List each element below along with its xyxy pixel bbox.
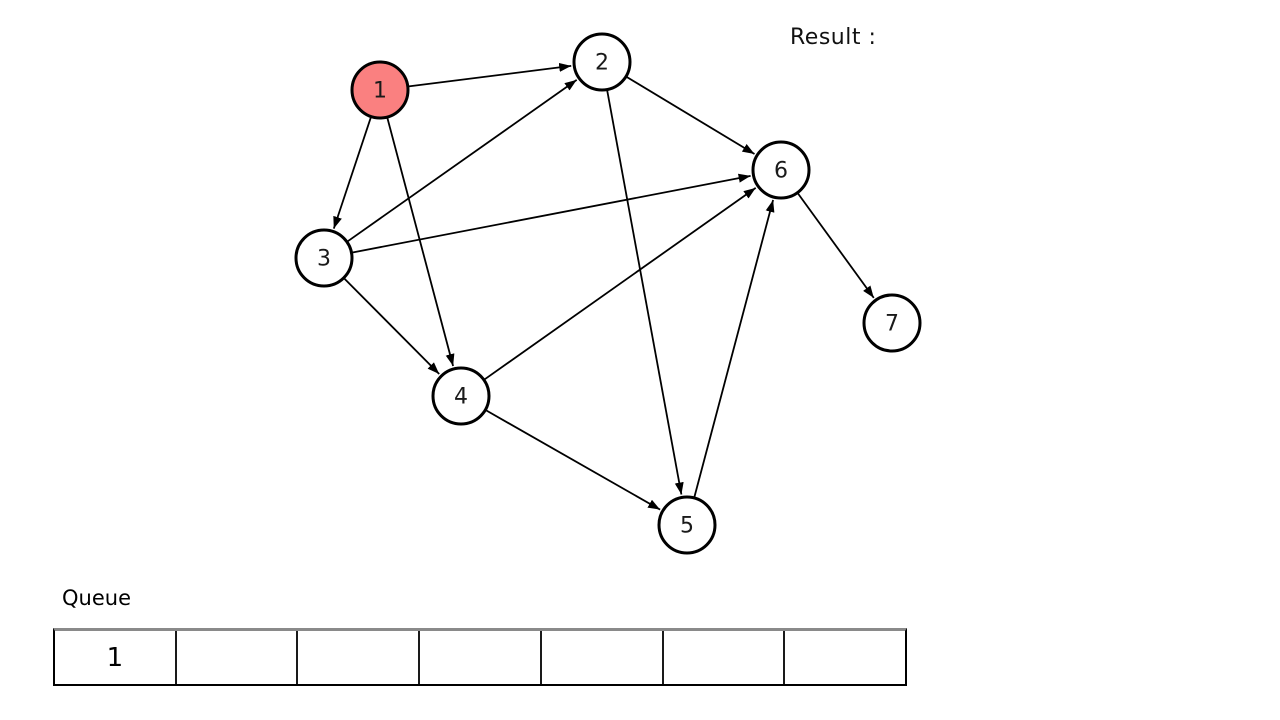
edge-6-to-7 <box>797 192 875 299</box>
edge-3-to-2 <box>347 79 578 243</box>
graph-node-6[interactable]: 6 <box>751 140 811 200</box>
node-circle-6[interactable] <box>751 140 811 200</box>
node-label-4: 4 <box>454 385 468 410</box>
node-label-1: 1 <box>373 79 387 104</box>
graph-node-3[interactable]: 3 <box>294 228 354 288</box>
edge-1-to-3 <box>332 117 372 229</box>
node-label-2: 2 <box>595 51 609 76</box>
edge-3-to-4 <box>343 277 440 375</box>
edge-3-to-6 <box>352 173 751 254</box>
edge-1-to-4 <box>386 117 455 367</box>
graph-node-5[interactable]: 5 <box>657 495 717 555</box>
graph-node-2[interactable]: 2 <box>572 32 632 92</box>
node-label-5: 5 <box>680 514 694 539</box>
node-circle-5[interactable] <box>657 495 717 555</box>
queue-cell-7 <box>785 631 905 684</box>
node-circle-1[interactable] <box>350 60 410 120</box>
edge-2-to-5 <box>606 90 684 495</box>
edge-2-to-6 <box>626 76 755 155</box>
edge-1-to-2 <box>408 62 572 88</box>
queue-cell-2 <box>177 631 299 684</box>
node-circle-4[interactable] <box>431 366 491 426</box>
graph-node-1[interactable]: 1 <box>350 60 410 120</box>
graph-edges <box>332 62 875 511</box>
node-circle-7[interactable] <box>862 293 922 353</box>
node-label-3: 3 <box>317 247 331 272</box>
queue-cell-3 <box>298 631 421 684</box>
node-circle-3[interactable] <box>294 228 354 288</box>
edge-5-to-6 <box>693 199 775 498</box>
queue-cell-5 <box>542 631 664 684</box>
node-label-6: 6 <box>774 159 788 184</box>
edge-4-to-6 <box>484 187 757 381</box>
node-label-7: 7 <box>885 312 899 337</box>
queue-cell-6 <box>664 631 786 684</box>
edge-4-to-5 <box>485 409 661 511</box>
queue-table: 1 <box>53 628 907 686</box>
graph-node-7[interactable]: 7 <box>862 293 922 353</box>
result-label: Result : <box>790 25 877 50</box>
graph-nodes: 1 2 3 4 5 6 7 <box>294 32 922 555</box>
queue-cell-1: 1 <box>55 631 177 684</box>
graph-node-4[interactable]: 4 <box>431 366 491 426</box>
node-circle-2[interactable] <box>572 32 632 92</box>
queue-label: Queue <box>62 586 131 610</box>
queue-cell-4 <box>420 631 542 684</box>
